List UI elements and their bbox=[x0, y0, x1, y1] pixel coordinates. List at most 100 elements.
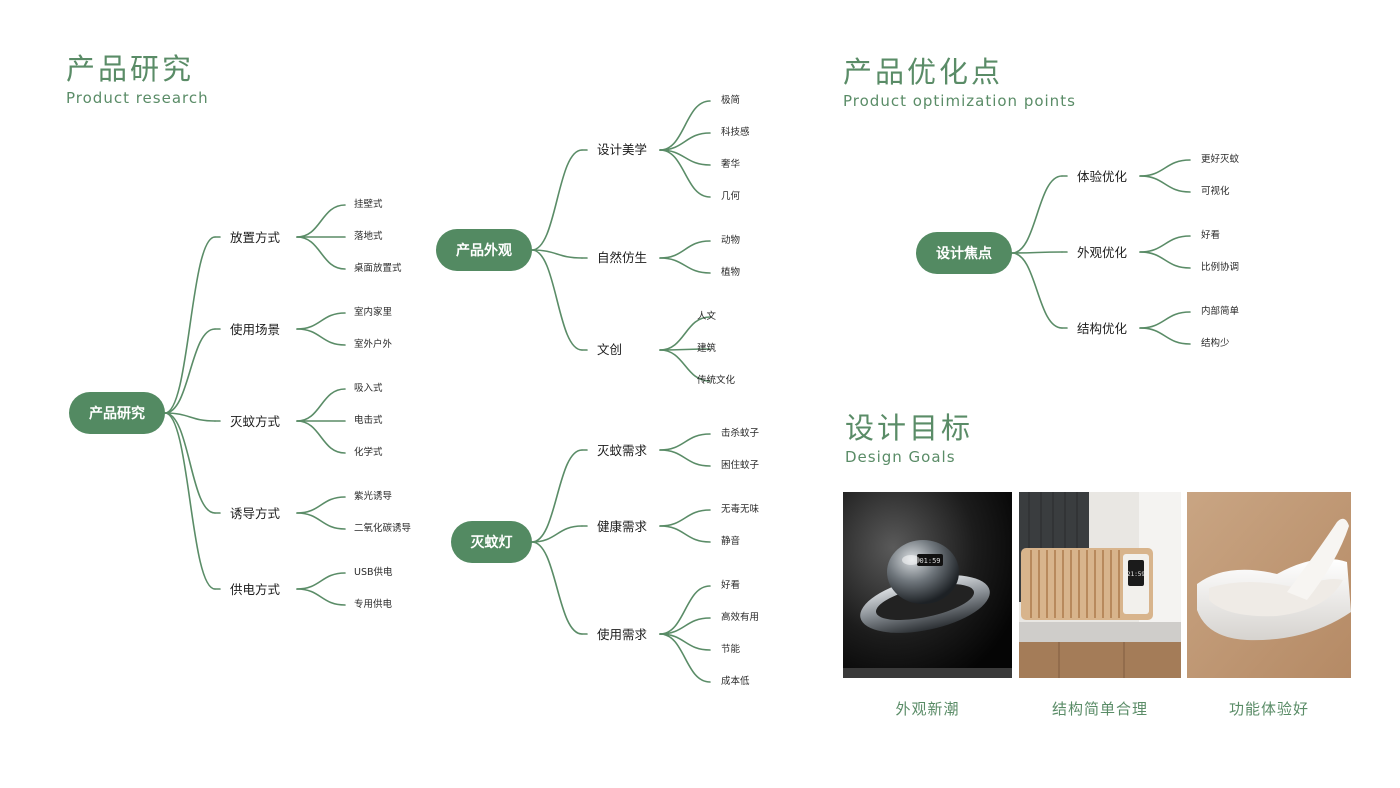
connector-line bbox=[659, 240, 711, 259]
connector-line bbox=[659, 509, 711, 527]
optimization-leaf: 好看 bbox=[1201, 230, 1221, 241]
research-leaf: 室外户外 bbox=[354, 339, 393, 350]
optimization-leaf: 内部简单 bbox=[1201, 306, 1240, 317]
optimization-connectors bbox=[1011, 159, 1191, 345]
connector-line bbox=[659, 100, 711, 151]
lamp-branch-usage: 使用需求 bbox=[597, 627, 648, 642]
appearance-leaf: 科技感 bbox=[721, 127, 750, 138]
connector-line bbox=[164, 328, 216, 414]
connector-line bbox=[659, 585, 711, 635]
connector-line bbox=[531, 541, 583, 635]
research-branch-method: 灭蚊方式 bbox=[230, 414, 281, 429]
box-display-text: 21:59 bbox=[1127, 571, 1145, 578]
appearance-root-node: 产品外观 bbox=[436, 229, 532, 271]
appearance-leaf: 人文 bbox=[697, 311, 717, 322]
research-leaf: 电击式 bbox=[354, 415, 383, 426]
connector-line bbox=[1139, 235, 1191, 253]
lamp-leaf: 困住蚊子 bbox=[721, 460, 760, 471]
research-leaf: 落地式 bbox=[354, 231, 383, 242]
wood-box-device-photo: 21:59 bbox=[1019, 492, 1181, 678]
optimization-leaf: 结构少 bbox=[1201, 338, 1230, 349]
research-branch-lure: 诱导方式 bbox=[230, 506, 281, 521]
optimization-leaf: 比例协调 bbox=[1201, 262, 1240, 273]
connector-line bbox=[659, 449, 711, 467]
connector-line bbox=[659, 316, 711, 351]
optimization-title: 产品优化点 bbox=[843, 55, 1004, 89]
connector-line bbox=[164, 412, 216, 422]
lamp-leaf: 击杀蚊子 bbox=[721, 428, 760, 439]
connector-line bbox=[531, 249, 583, 259]
connector-line bbox=[531, 249, 583, 351]
goals-subtitle: Design Goals bbox=[845, 448, 956, 466]
optimization-branch-experience: 体验优化 bbox=[1077, 169, 1128, 184]
lamp-leaf: 好看 bbox=[721, 580, 741, 591]
goal-caption-structure: 结构简单合理 bbox=[1051, 700, 1148, 718]
appearance-leaf: 动物 bbox=[721, 235, 741, 246]
optimization-root-node: 设计焦点 bbox=[916, 232, 1012, 274]
connector-line bbox=[531, 149, 583, 251]
research-root-node: 产品研究 bbox=[69, 392, 165, 434]
appearance-leaf: 传统文化 bbox=[697, 375, 736, 386]
research-branch-placement: 放置方式 bbox=[230, 230, 281, 245]
appearance-branch-bionic: 自然仿生 bbox=[597, 250, 648, 265]
research-leaf: 挂壁式 bbox=[354, 199, 383, 210]
connector-line bbox=[296, 572, 346, 590]
appearance-leaf: 几何 bbox=[721, 191, 741, 202]
research-connectors bbox=[164, 204, 346, 606]
connector-line bbox=[1139, 327, 1191, 345]
optimization-branch-structure: 结构优化 bbox=[1077, 321, 1128, 336]
goal-caption-appearance: 外观新潮 bbox=[895, 700, 960, 718]
dark-ufo-device-photo: 01:59 bbox=[843, 492, 1012, 678]
optimization-leaf: 可视化 bbox=[1201, 186, 1230, 197]
connector-line bbox=[1139, 159, 1191, 177]
connector-line bbox=[659, 433, 711, 451]
research-leaf: 吸入式 bbox=[354, 383, 383, 394]
connector-line bbox=[296, 204, 346, 238]
lamp-connectors bbox=[531, 433, 711, 683]
lamp-leaf: 成本低 bbox=[721, 676, 750, 687]
lamp-root-node: 灭蚊灯 bbox=[451, 521, 532, 563]
research-leaf: 紫光诱导 bbox=[354, 491, 393, 502]
research-branch-scene: 使用场景 bbox=[230, 322, 281, 337]
connector-line bbox=[659, 633, 711, 683]
research-title: 产品研究 bbox=[66, 52, 195, 86]
connector-line bbox=[296, 328, 346, 346]
lamp-leaf: 高效有用 bbox=[721, 612, 760, 623]
connector-line bbox=[1139, 251, 1191, 269]
connector-line bbox=[164, 412, 216, 590]
device-display-text: 01:59 bbox=[919, 557, 940, 565]
research-leaf: 化学式 bbox=[354, 447, 383, 458]
lamp-leaf: 静音 bbox=[721, 536, 741, 547]
connector-line bbox=[296, 512, 346, 530]
connector-line bbox=[296, 312, 346, 330]
connector-line bbox=[1011, 175, 1063, 254]
appearance-branch-culture: 文创 bbox=[597, 342, 623, 357]
lamp-branch-kill: 灭蚊需求 bbox=[597, 443, 648, 458]
connector-line bbox=[296, 236, 346, 270]
connector-line bbox=[659, 617, 711, 635]
appearance-leaf: 极简 bbox=[721, 95, 741, 106]
connector-line bbox=[1139, 311, 1191, 329]
connector-line bbox=[1011, 252, 1063, 329]
connector-line bbox=[659, 349, 711, 382]
connector-line bbox=[659, 132, 711, 151]
optimization-subtitle: Product optimization points bbox=[843, 92, 1076, 110]
connector-line bbox=[296, 496, 346, 514]
optimization-heading: 产品优化点 Product optimization points bbox=[843, 55, 1076, 111]
connector-line bbox=[659, 257, 711, 274]
connector-line bbox=[531, 449, 583, 543]
connector-line bbox=[659, 149, 711, 198]
research-leaf: USB供电 bbox=[354, 567, 393, 578]
connector-line bbox=[1139, 175, 1191, 193]
connector-line bbox=[659, 525, 711, 543]
goals-title: 设计目标 bbox=[845, 411, 974, 445]
goals-heading: 设计目标 Design Goals bbox=[845, 411, 973, 467]
lamp-leaf: 节能 bbox=[721, 644, 741, 655]
connector-line bbox=[296, 420, 346, 454]
connector-line bbox=[296, 588, 346, 606]
optimization-branch-appearance: 外观优化 bbox=[1077, 245, 1128, 260]
lamp-branch-health: 健康需求 bbox=[597, 519, 648, 534]
appearance-connectors bbox=[531, 100, 711, 382]
appearance-leaf: 植物 bbox=[721, 267, 741, 278]
